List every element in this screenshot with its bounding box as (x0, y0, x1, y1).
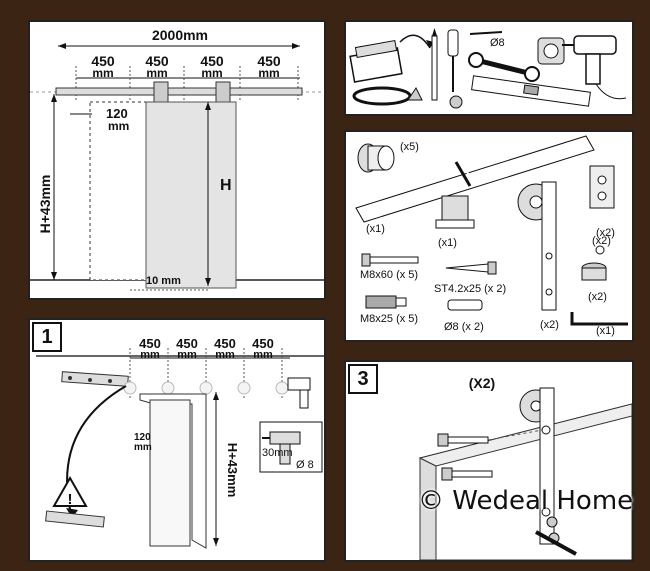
rail-qty: (x1) (366, 223, 385, 235)
screwdriver-icon (447, 29, 463, 109)
segment-1-unit: mm (92, 66, 113, 80)
step-1-drawing: 450 mm 450 mm 450 mm 450 mm 120 mm H+43m… (36, 336, 324, 554)
height-door-label: H (220, 177, 232, 194)
step1-segment-3: 450 (214, 336, 236, 351)
bolt-long-label: M8x60 (x 5) (360, 269, 418, 281)
segment-4-label: 450 (257, 53, 281, 69)
drill-bit-icon: Ø8 (469, 31, 505, 49)
floor-guide-icon (435, 195, 475, 229)
wheel-stopper-qty: (x2) (592, 235, 611, 247)
wall-anchor-icon (447, 299, 483, 311)
offset-label: 120 (106, 106, 128, 121)
step1-segment-3-unit: mm (215, 349, 235, 361)
step1-segment-1-unit: mm (140, 349, 160, 361)
wrench-icon (535, 516, 577, 556)
long-bolt-icon (361, 253, 419, 267)
drill-bit-label: Ø8 (490, 37, 505, 49)
step1-height: H+43mm (225, 443, 240, 498)
track-rail-icon (355, 135, 595, 223)
warning-mark: ! (68, 491, 73, 508)
step-3-panel: (X2) 3 (344, 360, 634, 562)
height-left-label: H+43mm (37, 175, 53, 234)
watermark: © Wedeal Home (418, 486, 634, 516)
floor-guide-qty: (x1) (438, 237, 457, 249)
segment-3-label: 450 (200, 53, 224, 69)
step-1-badge: 1 (32, 322, 62, 352)
step1-segment-2-unit: mm (177, 349, 197, 361)
parts-drawing: (x5) (x1) (x1) (x2) (x2) (355, 135, 628, 337)
bolt-upper-icon (437, 429, 543, 447)
anti-jump-qty: (x2) (596, 227, 615, 239)
drill-detail-icon: 30mm Ø 8 (259, 421, 323, 473)
step1-segment-4-unit: mm (253, 349, 273, 361)
toolbox-icon (349, 34, 434, 106)
step-1-panel: 450 mm 450 mm 450 mm 450 mm 120 mm H+43m… (28, 318, 326, 562)
spacer-wheel-icon (581, 245, 607, 281)
tools-drawing: Ø8 (349, 28, 627, 109)
pencil-icon (431, 28, 438, 101)
anti-jump-block-icon (589, 165, 615, 209)
step1-offset-unit: mm (134, 442, 152, 453)
step1-segment-4: 450 (252, 336, 274, 351)
step1-segment-1: 450 (139, 336, 161, 351)
wrench-icon (468, 52, 540, 82)
drill-depth-label: 30mm (262, 447, 293, 459)
segment-2-unit: mm (146, 66, 167, 80)
hex-key-qty: (x1) (596, 325, 615, 337)
drill-diameter-label: Ø 8 (296, 459, 314, 471)
rail-dimension-panel: 2000mm 450 mm 450 mm 450 mm 450 mm 120 m… (28, 20, 326, 300)
step-3-drawing: (X2) (418, 375, 632, 560)
stopper-part-icon (357, 143, 395, 173)
wood-screw-icon (445, 261, 497, 275)
stopper-qty: (x5) (400, 141, 419, 153)
bolt-lower-icon (441, 467, 493, 481)
rail-dimension-drawing: 2000mm 450 mm 450 mm 450 mm 450 mm 120 m… (30, 22, 324, 298)
segment-1-label: 450 (91, 53, 115, 69)
segment-3-unit: mm (201, 66, 222, 80)
hanger-qty: (x2) (540, 319, 559, 331)
screw-label: ST4.2x25 (x 2) (434, 283, 506, 295)
offset-unit: mm (108, 119, 129, 133)
step3-multiplier: (X2) (469, 375, 495, 391)
hanger-assembly-icon (519, 387, 555, 545)
spacer-qty: (x2) (588, 291, 607, 303)
step1-segment-2: 450 (176, 336, 198, 351)
segment-2-label: 450 (145, 53, 169, 69)
bolt-short-label: M8x25 (x 5) (360, 313, 418, 325)
tape-measure-icon (537, 37, 565, 65)
power-drill-icon (562, 35, 627, 100)
parts-panel: (x5) (x1) (x1) (x2) (x2) (344, 130, 634, 342)
tools-panel: Ø8 (344, 20, 634, 116)
warning-icon: ! (52, 475, 88, 508)
hex-key-icon (570, 312, 628, 326)
segment-4-unit: mm (258, 66, 279, 80)
short-bolt-icon (365, 295, 407, 309)
anchor-label: Ø8 (x 2) (444, 321, 484, 333)
hanger-wheel-icon (517, 181, 557, 311)
total-width-label: 2000mm (152, 27, 208, 43)
floor-gap-label: 10 mm (146, 275, 181, 287)
spirit-level-icon (471, 75, 591, 107)
step-3-badge: 3 (348, 364, 378, 394)
step1-offset: 120 (134, 432, 151, 443)
